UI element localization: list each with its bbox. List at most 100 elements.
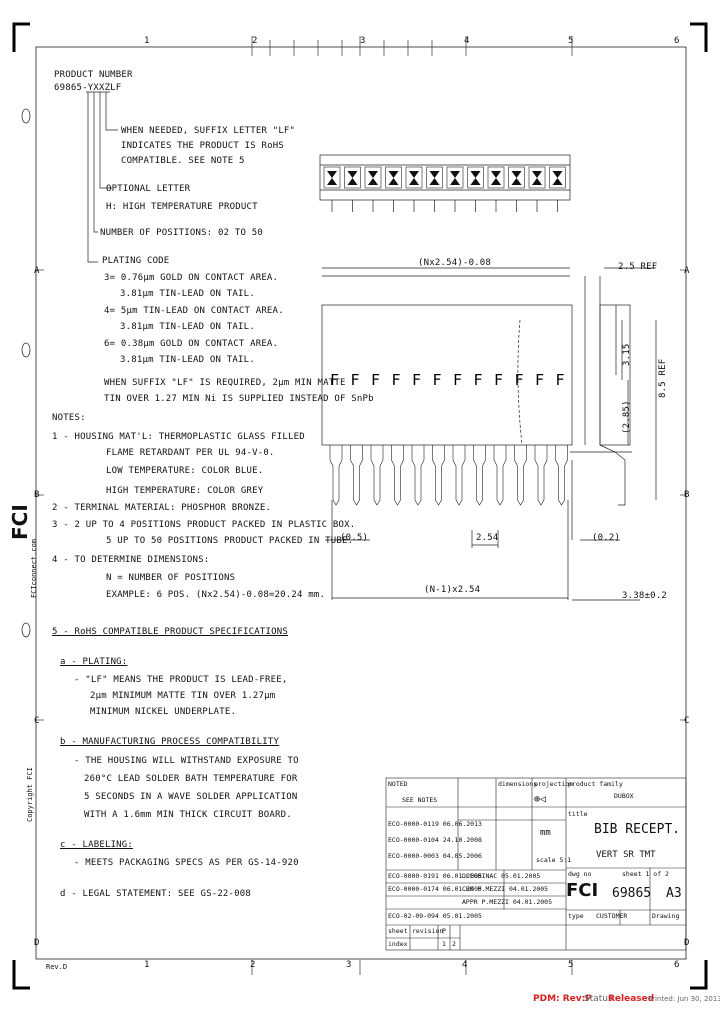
suffix-line-1: WHEN NEEDED, SUFFIX LETTER "LF" [121, 126, 296, 136]
num-positions: NUMBER OF POSITIONS: 02 TO 50 [100, 228, 263, 238]
top-view-cell [467, 166, 484, 189]
contact-window-icon: F [330, 371, 339, 389]
contact-window-icon: F [412, 371, 421, 389]
optional-letter: OPTIONAL LETTER [106, 184, 191, 194]
contact-icon [491, 171, 501, 185]
contact-window-icon: F [351, 371, 360, 389]
top-view-cell [508, 166, 525, 189]
note-2: 2 - TERMINAL MATERIAL: PHOSPHOR BRONZE. [52, 503, 272, 513]
zone-bottom-6: 6 [674, 960, 680, 970]
note-3a: 3 - 2 UP TO 4 POSITIONS PRODUCT PACKED I… [52, 520, 356, 530]
note-5d: d - LEGAL STATEMENT: SEE GS-22-008 [60, 889, 252, 899]
top-view-cell [364, 166, 382, 189]
pin-tail [350, 445, 363, 506]
note-5b-2: 260°C LEAD SOLDER BATH TEMPERATURE FOR [84, 774, 298, 784]
type-value: CUSTOMER [596, 912, 628, 920]
suffix-line-3: COMPATIBLE. SEE NOTE 5 [121, 156, 245, 166]
tolerances-label: NOTED [388, 780, 408, 788]
note-5b-4: WITH A 1.6mm MIN THICK CIRCUIT BOARD. [84, 810, 292, 820]
contact-window-icon: F [474, 371, 483, 389]
contact-icon [450, 171, 460, 185]
top-view-cell [487, 166, 505, 189]
pdm-rev: PDM: Rev:P [533, 994, 592, 1004]
notes-title: NOTES: [52, 413, 86, 423]
note-4c: EXAMPLE: 6 POS. (Nx2.54)-0.08=20.24 mm. [106, 590, 326, 600]
pin-tail [534, 445, 548, 506]
approved-by: APPR P.MEZZI 04.01.2005 [462, 898, 553, 906]
contact-window-icon: F [515, 371, 524, 389]
zone-left-d: D [34, 938, 40, 948]
revision-3: ECO-0000-0003 04.05.2006 [388, 852, 482, 860]
zone-top-2: 2 [252, 36, 258, 46]
title-line-2: VERT SR TMT [596, 850, 656, 860]
note-1d: HIGH TEMPERATURE: COLOR GREY [106, 486, 264, 496]
contact-icon [470, 171, 481, 185]
dwg-no-label: dwg no [568, 870, 592, 878]
status-label: Status: [584, 994, 616, 1004]
projection-label: projection [534, 780, 574, 788]
zone-bottom-4: 4 [462, 960, 468, 970]
note-5a: a - PLATING: [60, 657, 128, 667]
bottom-sheet-label: sheet [388, 927, 408, 935]
dim-thickness: 3.38±0.2 [622, 591, 667, 601]
pin-tail [411, 445, 425, 506]
contact-icon [327, 171, 337, 185]
revision-6: ECO-02-09-094 05.01.2005 [388, 912, 482, 920]
form-revision: Rev.D [46, 963, 68, 971]
plating-3b: 3.81µm TIN-LEAD ON TAIL. [120, 289, 255, 299]
sheet-label: sheet 1 of 2 [622, 870, 669, 878]
note-5a-3: MINIMUM NICKEL UNDERPLATE. [90, 707, 237, 717]
checked-by: CHK P.MEZZI 04.01.2005 [462, 885, 549, 893]
dim-upper: 3.15 [622, 343, 632, 366]
plating-4a: 4= 5µm TIN-LEAD ON CONTACT AREA. [104, 306, 284, 316]
top-view-cell [385, 166, 402, 189]
contact-icon [552, 171, 563, 185]
fci-website: FCIconnect.com [30, 538, 38, 598]
dim-right-offset: (0.2) [592, 533, 621, 543]
zone-right-c: C [684, 716, 690, 726]
zone-bottom-3: 3 [346, 960, 352, 970]
contact-icon [409, 171, 419, 185]
contact-window-icon: F [556, 371, 565, 389]
lf-note-1: WHEN SUFFIX "LF" IS REQUIRED, 2µm MIN MA… [104, 378, 346, 388]
plating-3a: 3= 0.76µm GOLD ON CONTACT AREA. [104, 273, 279, 283]
scale: scale 5:1 [536, 856, 572, 864]
printed-date: Printed: Jun 30, 2013 [648, 995, 720, 1003]
pin-tail [391, 445, 404, 506]
zone-right-a: A [684, 266, 690, 276]
plating-6b: 3.81µm TIN-LEAD ON TAIL. [120, 355, 255, 365]
pin-tail [432, 445, 445, 506]
plating-4b: 3.81µm TIN-LEAD ON TAIL. [120, 322, 255, 332]
drawn-by: DLEGHINAC 05.01.2005 [462, 872, 541, 880]
plating-code: PLATING CODE [102, 256, 170, 266]
projection-symbol-icon: ⊕◁ [534, 794, 547, 805]
zone-bottom-2: 2 [250, 960, 256, 970]
top-view-cell [344, 166, 361, 189]
top-view-cell [549, 166, 566, 189]
zone-bottom-1: 1 [144, 960, 150, 970]
high-temp: H: HIGH TEMPERATURE PRODUCT [106, 202, 258, 212]
drawing-label: Drawing [652, 912, 680, 920]
title-label: title [568, 810, 588, 818]
bottom-sheet-2: 2 [452, 940, 456, 948]
revision-4: ECO-0000-0191 06.01.2005 [388, 872, 482, 880]
bottom-index-label: index [388, 940, 408, 948]
contact-window-icon: F [494, 371, 503, 389]
zone-bottom-5: 5 [568, 960, 574, 970]
dim-ref-side: 2.5 REF [618, 262, 658, 272]
note-5: 5 - RoHS COMPATIBLE PRODUCT SPECIFICATIO… [52, 627, 288, 637]
plating-6a: 6= 0.38µm GOLD ON CONTACT AREA. [104, 339, 279, 349]
see-notes: SEE NOTES [402, 796, 438, 804]
pin-tail [473, 445, 486, 506]
product-family-value: DUBOX [614, 792, 634, 800]
title-line-1: BIB RECEPT. [594, 822, 681, 837]
zone-left-c: C [34, 716, 40, 726]
fci-logo: FCI [8, 504, 32, 540]
note-1a: 1 - HOUSING MAT'L: THERMOPLASTIC GLASS F… [52, 432, 305, 442]
note-1c: LOW TEMPERATURE: COLOR BLUE. [106, 466, 264, 476]
zone-left-a: A [34, 266, 40, 276]
bottom-rev-value: P [442, 927, 446, 935]
bottom-sheet-1: 1 [442, 940, 446, 948]
note-5a-1: - "LF" MEANS THE PRODUCT IS LEAD-FREE, [74, 675, 288, 685]
copyright: Copyright FCI [26, 767, 34, 822]
